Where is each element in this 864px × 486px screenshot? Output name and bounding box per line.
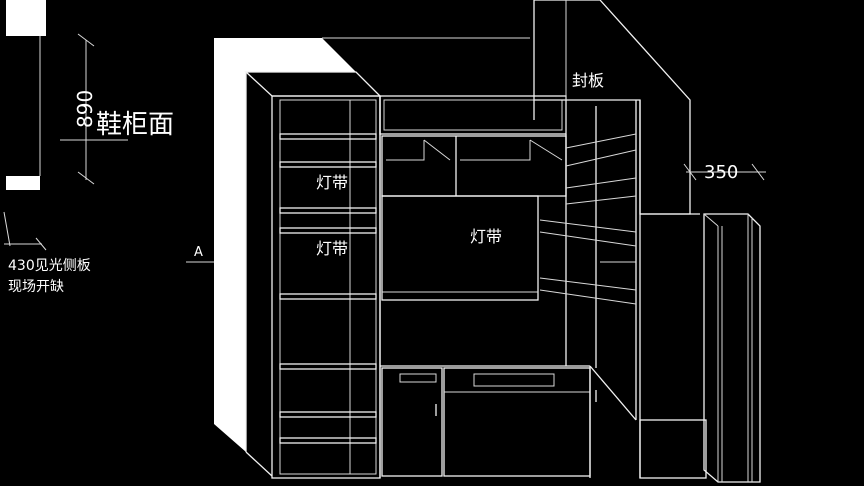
side-panel-note-line2: 现场开缺 bbox=[8, 279, 64, 295]
shoe-cabinet-label: 鞋柜面 bbox=[96, 110, 174, 140]
right-tall-post bbox=[703, 213, 761, 483]
light-strip-label-3: 灯带 bbox=[470, 227, 502, 246]
dimension-350-label: 350 bbox=[704, 162, 738, 183]
wall-outline bbox=[214, 37, 530, 452]
side-panel-note-line1: 430见光侧板 bbox=[8, 258, 91, 274]
seal-board-label: 封板 bbox=[572, 71, 604, 90]
shoe-cabinet-fragment bbox=[6, 0, 46, 190]
middle-cabinet: 灯带 bbox=[379, 95, 597, 478]
section-mark-label: A bbox=[194, 245, 203, 260]
section-marker: A bbox=[186, 245, 216, 263]
light-strip-label-2: 灯带 bbox=[316, 239, 348, 258]
light-strip-label-1: 灯带 bbox=[316, 173, 348, 192]
side-panel-note: 430见光侧板 现场开缺 bbox=[3, 211, 91, 295]
left-tall-cabinet: 灯带 灯带 bbox=[244, 71, 382, 479]
dimension-890-label: 890 bbox=[73, 90, 97, 128]
dimension-890: 890 bbox=[60, 33, 128, 185]
dimension-350: 350 bbox=[683, 162, 766, 183]
right-corner-cabinet: 封板 bbox=[533, 0, 707, 479]
